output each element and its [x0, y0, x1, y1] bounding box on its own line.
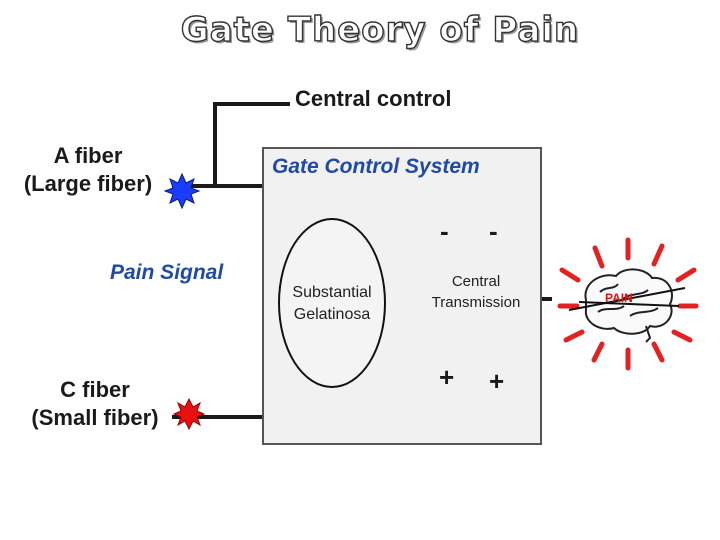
central-control-label: Central control — [295, 86, 452, 111]
pain-cross-line-1 — [568, 287, 686, 311]
substantia-gelatinosa-label: Substantial Gelatinosa — [278, 282, 386, 326]
pain-signal-label: Pain Signal — [110, 261, 224, 284]
substantia-label-line2: Gelatinosa — [293, 306, 371, 323]
a-fiber-label-line1: A fiber — [53, 143, 123, 168]
brain-icon — [584, 268, 673, 343]
a-fiber-label: A fiber (Large fiber) — [4, 142, 172, 198]
central-transmission-line2: Transmission — [431, 294, 521, 311]
c-fiber-label-line1: C fiber — [60, 377, 130, 402]
gate-control-title: Gate Control System — [272, 155, 480, 178]
plus-sign-right: + — [489, 366, 505, 396]
substantia-gelatinosa-oval — [278, 218, 386, 388]
central-control-line — [213, 102, 290, 186]
c-fiber-star-icon — [172, 397, 206, 431]
pain-label: PAIN — [605, 291, 633, 305]
a-fiber-label-line2: (Large fiber) — [23, 171, 153, 196]
central-transmission-line1: Central — [451, 273, 501, 290]
minus-sign-left: - — [440, 216, 449, 246]
a-fiber-star-icon — [163, 172, 201, 210]
central-transmission-label: Central Transmission — [418, 271, 534, 313]
c-fiber-label-line2: (Small fiber) — [31, 405, 159, 430]
pain-cross-line-2 — [578, 301, 680, 307]
pain-rays — [557, 237, 699, 371]
substantia-label-line1: Substantial — [292, 284, 372, 301]
slide-title: Gate Theory of Pain — [180, 9, 580, 50]
plus-sign-left: + — [439, 362, 455, 392]
c-fiber-label: C fiber (Small fiber) — [10, 376, 180, 432]
minus-sign-right: - — [489, 216, 498, 246]
gate-control-box — [262, 147, 542, 445]
